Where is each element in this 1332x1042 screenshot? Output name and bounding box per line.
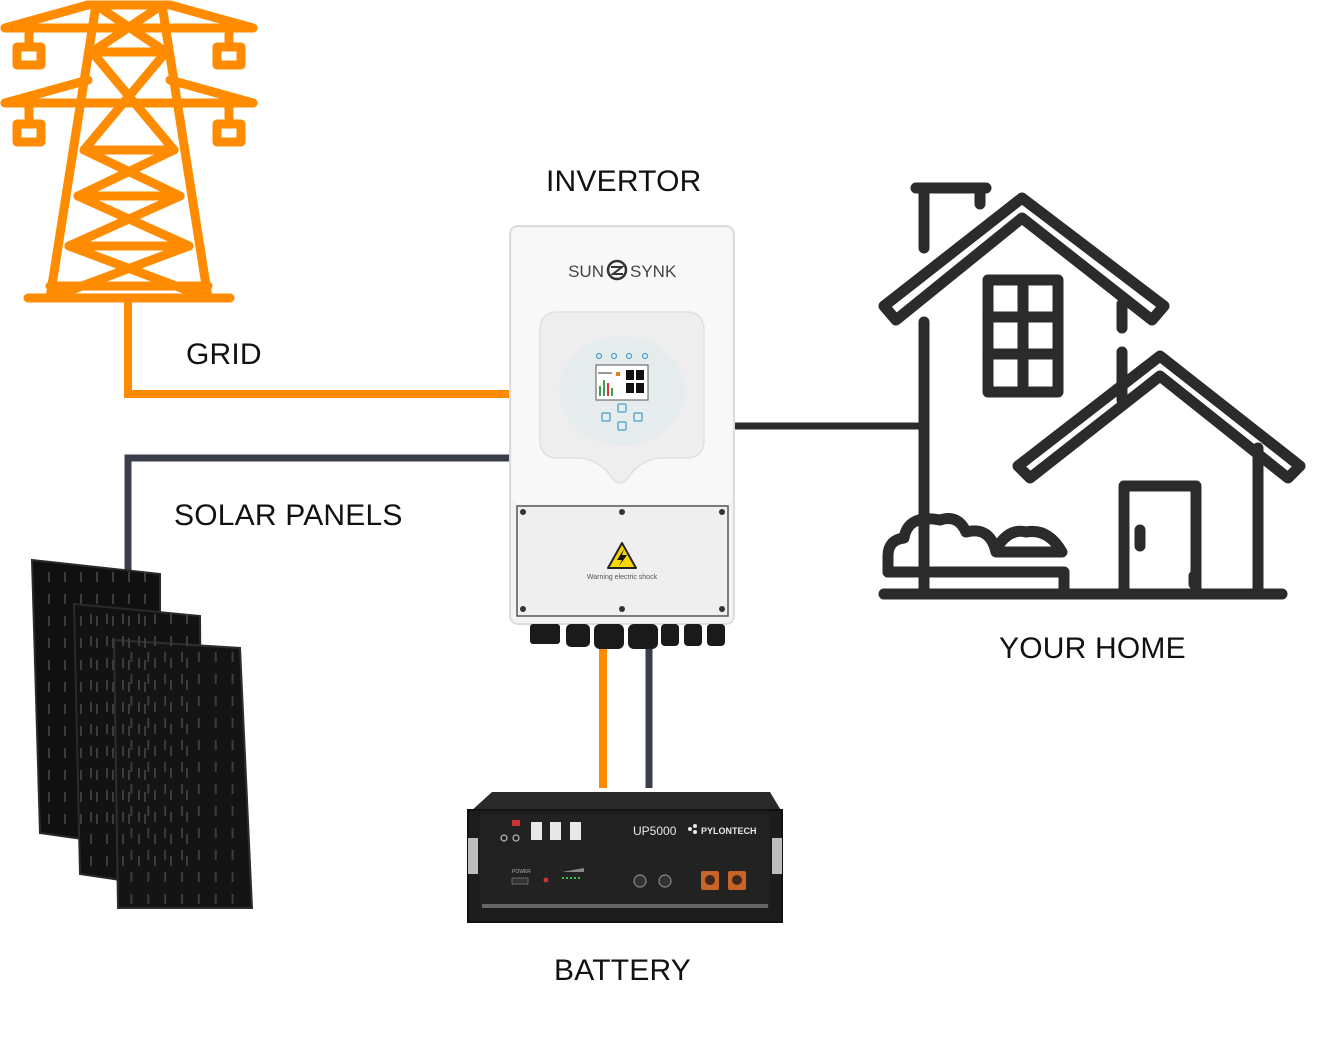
inverter-brand-right: SYNK: [630, 262, 677, 281]
battery-soc-leds: [562, 877, 580, 879]
sunsynk-logo-icon: [606, 259, 628, 281]
solar-connection-line: [124, 454, 510, 575]
grid-label: GRID: [186, 338, 262, 371]
inverter-brand-left: SUN: [568, 262, 604, 281]
battery-icon: UP5000 PYLONTECH POWER: [467, 792, 783, 923]
connection-lines: [124, 302, 922, 788]
battery-power-label: POWER: [512, 869, 531, 875]
battery-top: [470, 792, 782, 812]
grid-connection-line: [124, 302, 510, 398]
solar-panel-front: [112, 638, 254, 909]
solar-panels-label: SOLAR PANELS: [174, 499, 403, 532]
inverter-button-icons: [601, 403, 643, 431]
inverter-warning-text: Warning electric shock: [587, 574, 658, 581]
battery-brand: PYLONTECH: [701, 826, 757, 836]
battery-model: UP5000: [633, 824, 677, 838]
invertor-label: INVERTOR: [546, 165, 702, 198]
solar-panel-icon: [30, 558, 254, 909]
solar-panel-cells: [48, 572, 234, 904]
house-icon: [878, 182, 1306, 600]
battery-front-panel: [480, 814, 770, 908]
inverter-icon: SUN SYNK: [509, 225, 735, 649]
pylontech-logo-icon: [688, 824, 697, 834]
inverter-status-icons: [595, 352, 649, 360]
inverter-cable-glands: [530, 624, 725, 649]
your-home-label: YOUR HOME: [999, 632, 1186, 665]
battery-label: BATTERY: [554, 954, 691, 987]
power-tower-icon: [0, 0, 258, 303]
warning-triangle-icon: [607, 542, 637, 569]
